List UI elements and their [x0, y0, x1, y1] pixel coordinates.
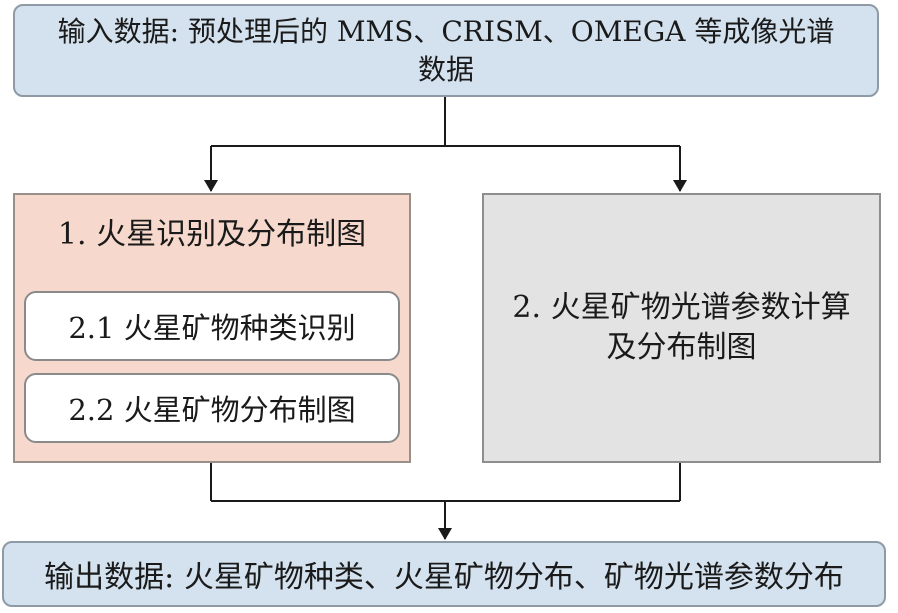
mineral-type-identification-box: 2.1 火星矿物种类识别 [24, 291, 400, 361]
spectral-parameter-panel: 2. 火星矿物光谱参数计算及分布制图 [482, 193, 881, 463]
mineral-identification-panel: 1. 火星识别及分布制图 2.1 火星矿物种类识别 2.2 火星矿物分布制图 [13, 193, 411, 463]
output-data-text: 输出数据: 火星矿物种类、火星矿物分布、矿物光谱参数分布 [44, 560, 844, 595]
mineral-distribution-mapping-box: 2.2 火星矿物分布制图 [24, 373, 400, 443]
output-data-box: 输出数据: 火星矿物种类、火星矿物分布、矿物光谱参数分布 [2, 541, 886, 607]
spectral-parameter-text: 2. 火星矿物光谱参数计算及分布制图 [512, 290, 851, 365]
mineral-distribution-mapping-label: 2.2 火星矿物分布制图 [68, 393, 356, 427]
input-data-box: 输入数据: 预处理后的 MMS、CRISM、OMEGA 等成像光谱数据 [13, 4, 879, 97]
mineral-type-identification-label: 2.1 火星矿物种类识别 [68, 311, 356, 345]
mineral-identification-title: 1. 火星识别及分布制图 [57, 217, 367, 252]
input-data-text: 输入数据: 预处理后的 MMS、CRISM、OMEGA 等成像光谱数据 [57, 14, 835, 86]
